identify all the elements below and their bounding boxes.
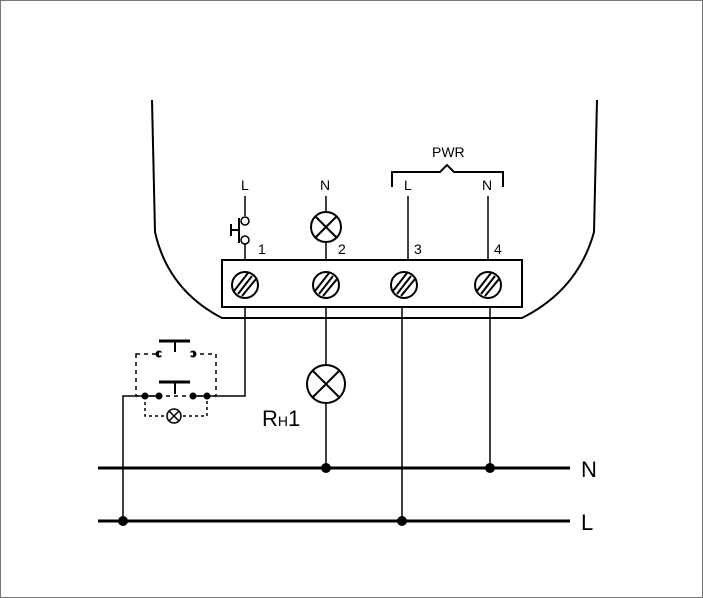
terminal-screw-1 [231,271,259,299]
live-junction-dot-pwr [397,516,407,526]
terminal-1-top-label: L [241,177,249,193]
device-housing [151,99,598,319]
terminal-3-top-label: L [404,177,412,193]
load-lamp-label-sub: H [278,413,288,429]
neutral-junction-dot-lamp [321,463,331,473]
load-lamp-label-main: R [262,406,278,431]
pwr-bracket [391,163,504,187]
terminal-number-3: 3 [414,241,422,257]
live-bus-label: L [581,510,593,535]
pwr-label: PWR [432,144,465,160]
terminal-screw-3 [390,271,418,299]
indicator-lamp-icon [310,196,342,260]
load-lamp-label-suffix: 1 [288,406,300,431]
terminal-screw-4 [474,271,502,299]
terminal-1-wire [213,307,246,397]
terminal-2-top-label: N [320,177,330,193]
terminal-screw-2 [312,271,340,299]
neutral-bus-label: N [581,457,597,482]
neutral-junction-dot-pwr [485,463,495,473]
live-feed-wire [122,395,138,521]
terminal-number-2: 2 [338,241,346,257]
load-lamp-label: RH1 [262,406,300,431]
terminal-number-4: 4 [494,241,502,257]
load-lamp-icon [306,364,346,404]
push-button-icon [230,196,250,260]
terminal-block [221,259,523,308]
terminal-4-top-label: N [482,177,492,193]
terminal-number-1: 1 [258,241,266,257]
live-junction-dot [118,516,128,526]
push-button-group [135,339,217,424]
